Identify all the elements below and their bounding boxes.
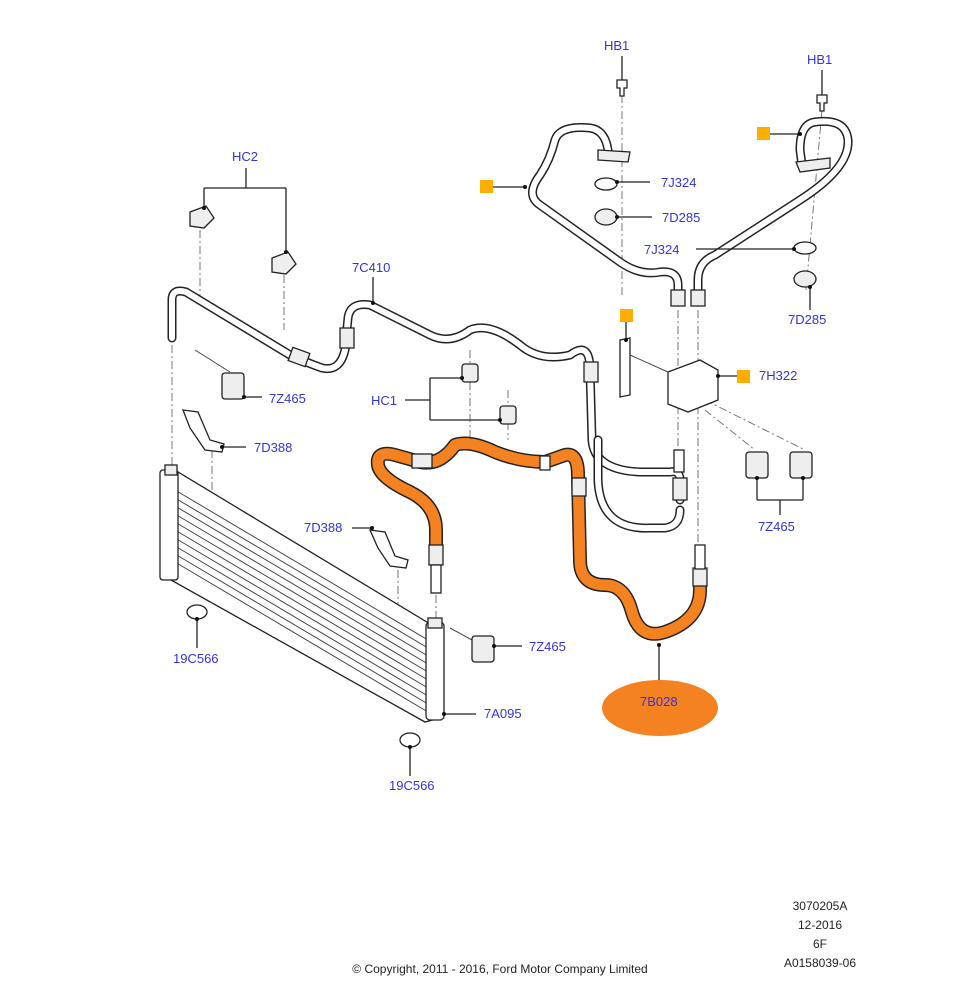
pipe-upper-right[interactable]	[690, 116, 853, 307]
hc1-clip-2[interactable]	[499, 405, 517, 425]
assembly-centerlines	[171, 95, 823, 641]
orange-square-marker-icon	[757, 127, 770, 140]
illustration-metadata: 3070205A 12-2016 6F A0158039-06	[770, 897, 870, 973]
oil-cooler-7A095[interactable]	[159, 464, 445, 723]
pipe-fitting-icon	[287, 346, 311, 368]
cooler-tank-right	[425, 621, 445, 721]
7Z465-clip-right-2[interactable]	[789, 451, 813, 479]
orange-square-marker-icon	[480, 180, 493, 193]
hose-end-icon	[430, 564, 442, 594]
7J324-grommet-top[interactable]	[594, 177, 618, 191]
pipe-fitting-icon	[690, 289, 706, 307]
hc2-clip-1[interactable]	[189, 205, 215, 229]
callout-7B028[interactable]: 7B028	[640, 694, 678, 709]
hose-7B028-highlighted[interactable]	[370, 436, 708, 641]
callout-7Z465-left[interactable]: 7Z465	[269, 391, 306, 406]
hb1-bolt-right[interactable]	[816, 94, 828, 112]
hose-fitting-icon	[571, 477, 587, 497]
7Z465-clip-right-1[interactable]	[745, 451, 769, 479]
7J324-grommet-right[interactable]	[793, 241, 817, 255]
callout-HB1-right[interactable]: HB1	[807, 52, 832, 67]
hose-fitting-icon	[428, 544, 444, 566]
callout-7D285-top[interactable]: 7D285	[662, 210, 700, 225]
pipe-fitting-icon	[339, 327, 355, 349]
callout-7J324-top[interactable]: 7J324	[661, 175, 696, 190]
callout-HB1-left[interactable]: HB1	[604, 38, 629, 53]
7D285-grommet-top[interactable]	[594, 208, 618, 226]
callout-7C410[interactable]: 7C410	[352, 260, 390, 275]
hose-fitting-icon	[411, 453, 433, 469]
callout-19C566-bottom[interactable]: 19C566	[389, 778, 435, 793]
asset-id: A0158039-06	[783, 956, 857, 970]
orange-square-marker-icon	[620, 309, 633, 322]
7H322-bracket-block[interactable]	[619, 337, 719, 413]
pipe-fitting-icon	[670, 289, 686, 307]
pipe-fitting-icon	[583, 361, 599, 383]
illustration-date: 12-2016	[797, 918, 843, 932]
cooler-fins	[174, 489, 429, 713]
callout-7Z465-right[interactable]: 7Z465	[758, 519, 795, 534]
pipe-bracket-icon	[795, 157, 831, 173]
cooler-port-icon	[164, 464, 178, 476]
pipe-bracket-icon	[597, 149, 631, 163]
callout-7J324-mid[interactable]: 7J324	[644, 242, 679, 257]
7B028-highlight-ellipse[interactable]	[602, 680, 718, 736]
callout-HC1[interactable]: HC1	[371, 393, 397, 408]
7Z465-clip-left[interactable]	[221, 372, 245, 400]
illustration-code: 3070205A	[792, 899, 848, 913]
hose-fitting-icon	[539, 455, 551, 471]
callout-HC2[interactable]: HC2	[232, 149, 258, 164]
pipe-7C410[interactable]	[167, 286, 688, 533]
19C566-isolator-left[interactable]	[186, 604, 208, 620]
7D388-bracket-left[interactable]	[181, 409, 225, 453]
copyright-notice: © Copyright, 2011 - 2016, Ford Motor Com…	[352, 962, 648, 976]
section-code: 6F	[812, 937, 827, 951]
callout-19C566-left[interactable]: 19C566	[173, 651, 219, 666]
hb1-bolt-left[interactable]	[616, 79, 628, 97]
hc1-clip-1[interactable]	[461, 363, 479, 383]
callout-7D388-mid[interactable]: 7D388	[304, 520, 342, 535]
note-markers	[480, 127, 802, 383]
cooler-port-icon	[427, 617, 443, 629]
hc2-clip-2[interactable]	[271, 251, 297, 275]
pipe-upper-left[interactable]	[528, 123, 686, 307]
cooler-tank-left	[159, 469, 179, 581]
pipe-fitting-icon	[672, 477, 688, 501]
mounting-bracket-icon	[619, 337, 631, 398]
7D285-grommet-right[interactable]	[793, 270, 817, 288]
callout-7H322[interactable]: 7H322	[759, 368, 797, 383]
hose-end-icon	[694, 544, 706, 570]
callout-labels: HB1 HB1 7J324 7D285 7J324 7D285 HC2 7C41…	[173, 38, 832, 793]
callout-7D388-left[interactable]: 7D388	[254, 440, 292, 455]
callout-7D285-right[interactable]: 7D285	[788, 312, 826, 327]
pipe-end-icon	[673, 449, 685, 473]
7Z465-clip-bottom[interactable]	[471, 635, 495, 663]
callout-7Z465-bottom[interactable]: 7Z465	[529, 639, 566, 654]
orange-square-marker-icon	[737, 370, 750, 383]
7D388-bracket-mid[interactable]	[368, 529, 409, 569]
callout-7A095[interactable]: 7A095	[484, 706, 522, 721]
leader-lines	[195, 56, 823, 776]
19C566-isolator-bottom[interactable]	[399, 732, 421, 748]
hose-fitting-icon	[692, 567, 708, 587]
